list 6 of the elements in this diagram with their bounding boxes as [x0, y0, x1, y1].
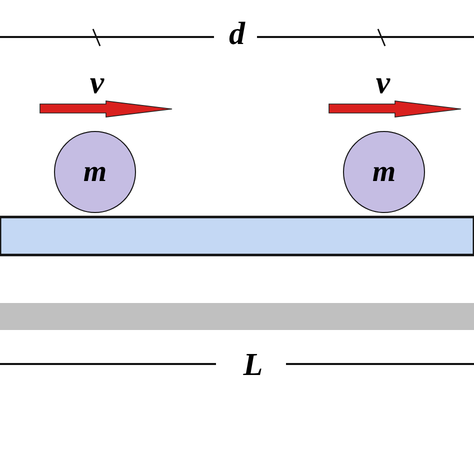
mass-symbol: m [372, 157, 396, 187]
symbol-label: v [90, 66, 104, 98]
symbol-label: L [243, 348, 263, 380]
mass-symbol: m [83, 157, 107, 187]
symbol-label: d [229, 17, 245, 49]
symbol-label: v [376, 66, 390, 98]
